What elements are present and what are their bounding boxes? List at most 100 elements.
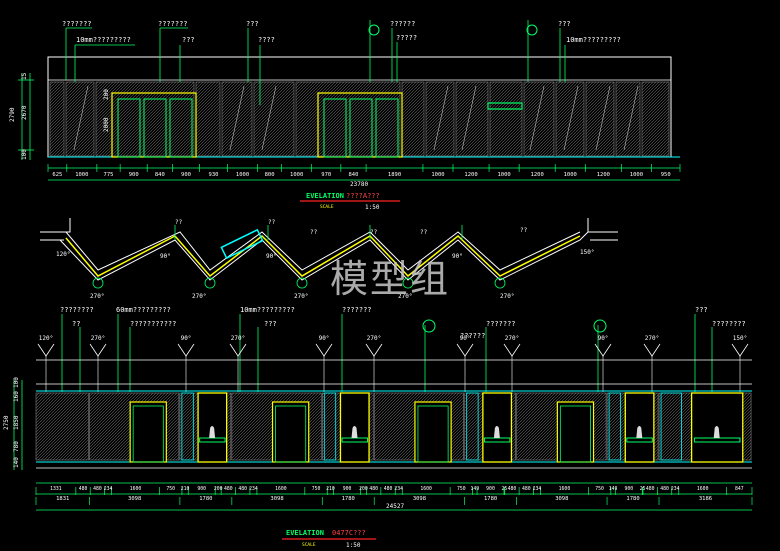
bottom-angle-markers: 120°270°90°270°90°270°90°270°90°270°150°	[37, 335, 749, 392]
plan-angle-2: 90°	[160, 253, 171, 260]
top-title: EVELATION	[306, 192, 344, 200]
bottom-dim-label: 480	[79, 486, 88, 492]
top-wall-panel	[489, 81, 523, 157]
vase-ornament	[636, 426, 643, 438]
top-total-dim: 23780	[350, 181, 368, 188]
bottom-dim-label: 200	[359, 486, 368, 492]
top-scale-label: SCALE	[320, 204, 334, 210]
glass-column	[323, 392, 337, 461]
top-wall-panel	[455, 81, 489, 157]
top-dim-label: 950	[661, 172, 671, 178]
top-dim-label: 800	[265, 172, 275, 178]
top-elevation: ??????? 10mm????????? ??????? ??? ???? ?…	[9, 20, 681, 211]
door-frame	[129, 401, 167, 463]
top-callout-5: ????	[258, 36, 275, 44]
plan-q-4: ??	[370, 229, 378, 236]
door-frame	[556, 401, 595, 463]
top-dim-label: 1200	[531, 172, 544, 178]
top-height-total: 2790	[9, 107, 16, 122]
bottom-callout-10: ???	[695, 306, 708, 314]
plan-angle-1: 120°	[56, 251, 70, 258]
bottom-dim-label: 480	[369, 486, 378, 492]
plan-angle-10: 150°	[580, 249, 594, 256]
watermark-text: 模型组	[330, 257, 451, 301]
display-frame	[197, 392, 228, 463]
glass-reflection-mark	[433, 85, 449, 151]
bottom-dim-label: 149	[470, 486, 479, 492]
bottom-dim-label: 3098	[413, 496, 426, 502]
plan-angle-6: 270°	[294, 293, 308, 300]
top-dim-label: 1000	[290, 172, 303, 178]
top-height-100: 100	[21, 149, 28, 160]
plan-q-3: ??	[310, 229, 318, 236]
door-leaf	[559, 405, 591, 463]
top-inner-2000: 2000	[103, 117, 110, 132]
bottom-dim-label: 3098	[555, 496, 568, 502]
bottom-callout-1: ????????	[60, 306, 94, 314]
bottom-dim-label: 234	[394, 486, 403, 492]
top-height-15: 15	[21, 72, 28, 80]
bottom-dim-label: 900	[343, 486, 352, 492]
top-dim-label: 1890	[388, 172, 401, 178]
angle-label: 90°	[319, 335, 330, 342]
bottom-dim-label: 1780	[626, 496, 639, 502]
bottom-dim-label: 149	[609, 486, 618, 492]
top-dim-label: 775	[104, 172, 114, 178]
bottom-callout-2: ??	[72, 320, 80, 328]
top-wall-panel	[49, 81, 65, 157]
plan-angle-3: 270°	[90, 293, 104, 300]
bottom-dim-label: 234	[671, 486, 680, 492]
bottom-dim-label: 3098	[128, 496, 141, 502]
plan-angle-7: 270°	[398, 293, 412, 300]
top-wall-panel	[641, 81, 670, 157]
bottom-dim-label: 750	[595, 486, 604, 492]
bottom-panels	[35, 392, 752, 463]
glass-reflection-mark	[461, 85, 477, 151]
door-frame	[414, 401, 452, 463]
bottom-callout-7: ???????	[342, 306, 372, 314]
door-frame	[271, 401, 310, 463]
bottom-callout-3: 60mm?????????	[116, 306, 171, 314]
bottom-scale-label: SCALE	[302, 542, 316, 548]
top-inner-200: 200	[103, 89, 110, 100]
top-dim-label: 1000	[431, 172, 444, 178]
bottom-dim-label: 480	[660, 486, 669, 492]
plan-angle-8: 90°	[452, 253, 463, 260]
bottom-wall-module	[35, 392, 89, 461]
top-callout-8: ?????	[396, 34, 417, 42]
bottom-dim-label: 210	[181, 486, 190, 492]
angle-label: 90°	[181, 335, 192, 342]
plan-angle-9: 270°	[500, 293, 514, 300]
bottom-dim-label: 480	[224, 486, 233, 492]
top-dim-label: 1000	[630, 172, 643, 178]
angle-label: 270°	[645, 335, 659, 342]
angle-label: 120°	[39, 335, 53, 342]
angle-label: 150°	[733, 335, 747, 342]
top-wall-panel	[401, 81, 425, 157]
top-dim-label: 1000	[236, 172, 249, 178]
glass-column	[466, 392, 479, 461]
glass-column	[660, 392, 682, 461]
top-dim-label: 840	[349, 172, 359, 178]
top-callout-4: ???	[182, 36, 195, 44]
top-dim-label: 970	[321, 172, 331, 178]
angle-label: 90°	[598, 335, 609, 342]
glass-column	[608, 392, 621, 461]
bottom-total-dim: 24527	[386, 503, 404, 510]
angle-label: 270°	[505, 335, 519, 342]
top-dim-label: 900	[181, 172, 191, 178]
bottom-dim-label: 1600	[420, 486, 432, 492]
bottom-dim-label: 25	[640, 486, 646, 492]
door-leaf	[132, 405, 164, 463]
glass-reflection-mark	[261, 85, 277, 151]
bottom-dim-label: 210	[326, 486, 335, 492]
bottom-dim-label: 480	[238, 486, 247, 492]
top-title-suffix: ????A???	[346, 192, 380, 200]
bottom-elevation: ???????? ?? 60mm????????? ??????????? 10…	[3, 306, 753, 549]
bottom-dim-label: 480	[522, 486, 531, 492]
bottom-dim-label: 25	[501, 486, 507, 492]
top-dim-label: 840	[155, 172, 165, 178]
top-scale-value: 1:50	[365, 204, 380, 211]
top-dim-label: 1000	[564, 172, 577, 178]
